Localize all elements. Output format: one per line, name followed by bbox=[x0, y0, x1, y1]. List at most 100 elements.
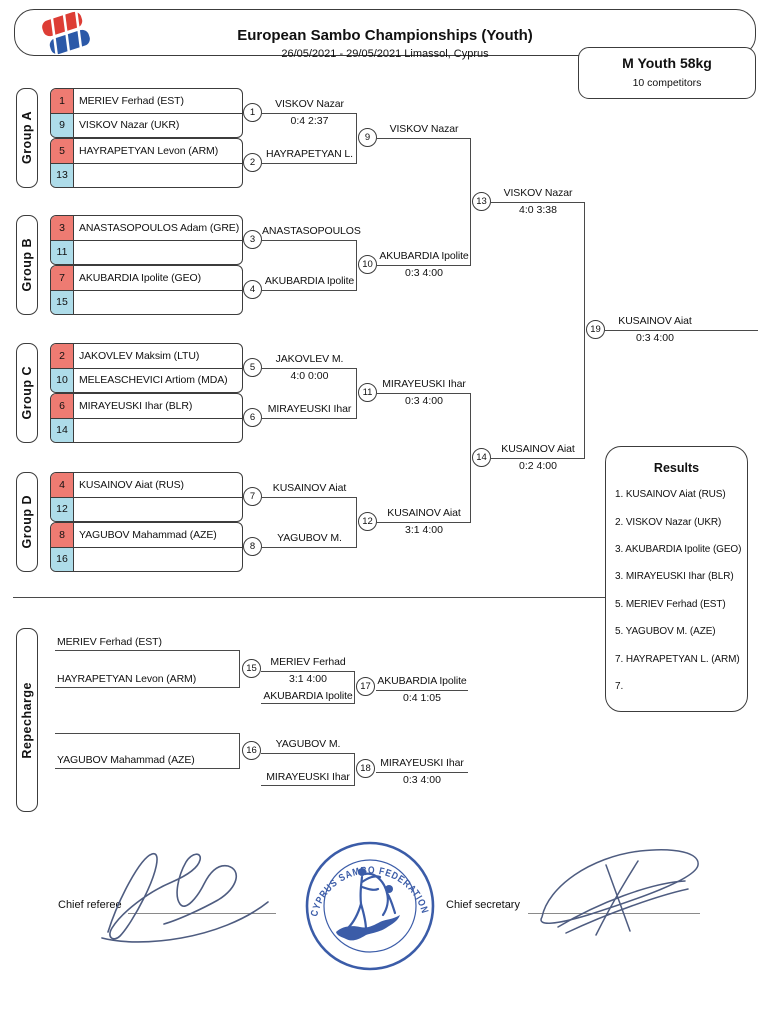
results-item: 3. AKUBARDIA Ipolite (GEO) bbox=[615, 543, 742, 555]
connector-line bbox=[356, 240, 357, 290]
match-5-winner-line bbox=[262, 368, 357, 369]
match-12-number: 12 bbox=[358, 512, 377, 531]
competitor-name bbox=[74, 498, 242, 522]
group-a-pair-2: 5 HAYRAPETYAN Levon (ARM) 13 bbox=[50, 138, 243, 188]
seed-cell: 2 bbox=[51, 344, 74, 368]
match-15-winner: MERIEV Ferhad bbox=[270, 656, 346, 668]
match-9-winner: VISKOV Nazar bbox=[389, 123, 459, 135]
connector-line bbox=[356, 113, 357, 163]
table-row: 12 bbox=[51, 497, 242, 522]
match-3-winner-line bbox=[262, 240, 357, 241]
results-item: 2. VISKOV Nazar (UKR) bbox=[615, 516, 722, 528]
group-d-label-text: Group D bbox=[20, 495, 34, 549]
repechage-entry-line bbox=[55, 733, 240, 734]
match-18-winner-line bbox=[376, 772, 468, 773]
results-item: 1. KUSAINOV Aiat (RUS) bbox=[615, 489, 726, 501]
competitor-name: MERIEV Ferhad (EST) bbox=[79, 94, 184, 107]
group-b-label: Group B bbox=[16, 215, 38, 315]
connector-line bbox=[356, 497, 357, 547]
connector-line bbox=[584, 202, 585, 458]
category-competitors: 10 competitors bbox=[632, 77, 702, 89]
competitor-name bbox=[74, 419, 242, 443]
group-c-pair-2: 6 MIRAYEUSKI Ihar (BLR) 14 bbox=[50, 393, 243, 443]
match-13-winner-line bbox=[491, 202, 585, 203]
repechage-entry: YAGUBOV Mahammad (AZE) bbox=[57, 754, 195, 766]
match-5-number: 5 bbox=[243, 358, 262, 377]
match-12-score: 3:1 4:00 bbox=[405, 524, 443, 536]
connector-line bbox=[239, 733, 240, 768]
seed-cell: 15 bbox=[51, 290, 74, 314]
fias-logo-icon bbox=[42, 11, 90, 55]
match-18-number: 18 bbox=[356, 759, 375, 778]
repechage-label-text: Repecharge bbox=[20, 681, 34, 759]
seed-cell: 6 bbox=[51, 394, 74, 418]
results-title: Results bbox=[653, 461, 700, 475]
page-title: European Sambo Championships (Youth) bbox=[237, 27, 533, 44]
competitor-name bbox=[74, 164, 242, 188]
connector-line bbox=[470, 138, 471, 265]
match-16-winner-line bbox=[261, 753, 355, 754]
competitor-name bbox=[74, 548, 242, 572]
connector-line bbox=[356, 368, 357, 418]
group-a-pair-1: 1 MERIEV Ferhad (EST) 9 VISKOV Nazar (UK… bbox=[50, 88, 243, 138]
group-d-pair-2: 8 YAGUBOV Mahammad (AZE) 16 bbox=[50, 522, 243, 572]
table-row: 14 bbox=[51, 418, 242, 443]
repechage-entry: AKUBARDIA Ipolite bbox=[263, 690, 353, 702]
competitor-name: KUSAINOV Aiat (RUS) bbox=[79, 478, 184, 491]
results-item: 5. MERIEV Ferhad (EST) bbox=[615, 598, 726, 610]
match-6-winner-line bbox=[262, 418, 357, 419]
match-1-winner-line bbox=[262, 113, 357, 114]
repechage-label: Repecharge bbox=[16, 628, 38, 812]
cyprus-sambo-federation-stamp-icon: CYPRUS SAMBO FEDERATION bbox=[305, 841, 435, 971]
competitor-name: VISKOV Nazar (UKR) bbox=[79, 119, 180, 132]
table-row: 10 MELEASCHEVICI Artiom (MDA) bbox=[51, 368, 242, 392]
match-17-score: 0:4 1:05 bbox=[403, 692, 441, 704]
results-item: 3. MIRAYEUSKI Ihar (BLR) bbox=[615, 571, 734, 583]
chief-referee-label: Chief referee bbox=[58, 899, 122, 911]
table-row: 3 ANASTASOPOULOS Adam (GRE) bbox=[51, 216, 242, 241]
repechage-entry: MERIEV Ferhad (EST) bbox=[57, 636, 162, 648]
connector-line bbox=[354, 671, 355, 703]
table-row: 2 JAKOVLEV Maksim (LTU) bbox=[51, 344, 242, 369]
match-10-number: 10 bbox=[358, 255, 377, 274]
match-15-score: 3:1 4:00 bbox=[289, 673, 327, 685]
chief-secretary-label: Chief secretary bbox=[446, 899, 520, 911]
match-2-winner: HAYRAPETYAN L. bbox=[266, 148, 353, 160]
match-7-winner: KUSAINOV Aiat bbox=[272, 482, 347, 494]
group-b-pair-1: 3 ANASTASOPOULOS Adam (GRE) 11 bbox=[50, 215, 243, 265]
match-17-winner-line bbox=[376, 690, 468, 691]
connector-line bbox=[354, 753, 355, 785]
match-19-winner: KUSAINOV Aiat bbox=[618, 315, 692, 327]
match-10-winner-line bbox=[377, 265, 471, 266]
match-10-score: 0:3 4:00 bbox=[405, 267, 443, 279]
table-row: 6 MIRAYEUSKI Ihar (BLR) bbox=[51, 394, 242, 419]
section-divider bbox=[13, 597, 605, 598]
match-15-number: 15 bbox=[242, 659, 261, 678]
match-11-score: 0:3 4:00 bbox=[405, 395, 443, 407]
match-1-number: 1 bbox=[243, 103, 262, 122]
group-c-label-text: Group C bbox=[20, 366, 34, 420]
seed-cell: 8 bbox=[51, 523, 74, 547]
match-15-winner-line bbox=[261, 671, 355, 672]
table-row: 4 KUSAINOV Aiat (RUS) bbox=[51, 473, 242, 498]
match-7-number: 7 bbox=[243, 487, 262, 506]
category-box: M Youth 58kg 10 competitors bbox=[578, 47, 756, 99]
match-14-winner-line bbox=[491, 458, 585, 459]
repechage-entry-line bbox=[55, 768, 240, 769]
competitor-name: AKUBARDIA Ipolite (GEO) bbox=[79, 271, 201, 284]
repechage-entry-line bbox=[261, 703, 355, 704]
match-12-winner: KUSAINOV Aiat bbox=[387, 507, 461, 519]
match-4-winner-line bbox=[262, 290, 357, 291]
match-13-number: 13 bbox=[472, 192, 491, 211]
seed-cell: 5 bbox=[51, 139, 74, 163]
match-2-number: 2 bbox=[243, 153, 262, 172]
table-row: 15 bbox=[51, 290, 242, 314]
match-13-winner: VISKOV Nazar bbox=[503, 187, 573, 199]
table-row: 7 AKUBARDIA Ipolite (GEO) bbox=[51, 266, 242, 291]
repechage-entry-line bbox=[55, 687, 240, 688]
competitor-name: JAKOVLEV Maksim (LTU) bbox=[79, 349, 200, 362]
competitor-name: ANASTASOPOULOS Adam (GRE) bbox=[79, 221, 240, 234]
match-11-winner-line bbox=[377, 393, 471, 394]
table-row: 5 HAYRAPETYAN Levon (ARM) bbox=[51, 139, 242, 164]
match-10-winner: AKUBARDIA Ipolite bbox=[379, 250, 469, 262]
